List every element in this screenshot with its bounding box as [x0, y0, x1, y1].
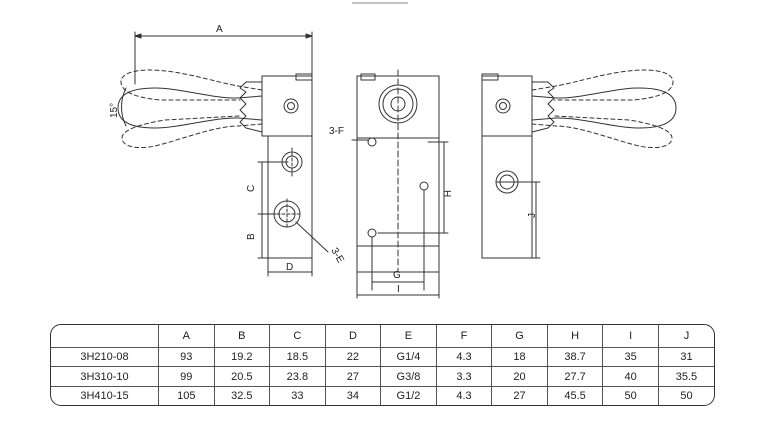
- table-cell: 50: [602, 385, 659, 405]
- spec-table: A B C D E F G H I J 3H210-08 93 19.2 18.…: [51, 325, 714, 405]
- left-body: [267, 135, 313, 259]
- table-header-cell: F: [435, 325, 493, 348]
- right-pin: [495, 98, 511, 114]
- table-cell: 35: [602, 346, 659, 368]
- table-cell: 35.5: [657, 366, 714, 387]
- dim-label-f: 3-F: [329, 126, 344, 137]
- dimension-labels: A 15° C B D 3-E 3-F H G I J: [109, 24, 538, 295]
- table-cell: 32.5: [213, 385, 271, 405]
- table-header-cell: H: [546, 325, 604, 348]
- dim-label-b: B: [246, 233, 257, 240]
- table-header-cell: [51, 325, 159, 348]
- table-cell: 18: [491, 346, 548, 368]
- table-cell: 40: [602, 366, 659, 387]
- table-header-row: A B C D E F G H I J: [51, 325, 714, 348]
- table-header-cell: E: [380, 325, 437, 348]
- right-view: [481, 69, 677, 259]
- right-lever: [531, 87, 677, 129]
- dim-label-j: J: [527, 213, 538, 218]
- table-header-cell: J: [657, 325, 714, 348]
- table-cell: 18.5: [269, 346, 326, 368]
- table-cell: 3H210-08: [51, 346, 159, 368]
- table-row: 3H410-15 105 32.5 33 34 G1/2 4.3 27 45.5…: [51, 385, 714, 405]
- left-lever-up: [120, 69, 263, 101]
- table-cell: G1/4: [380, 346, 437, 368]
- table-cell: 38.7: [546, 346, 604, 368]
- table-cell: 19.2: [213, 346, 271, 368]
- right-body: [481, 135, 533, 259]
- table-cell: 20: [491, 366, 548, 387]
- left-hinge: [239, 81, 263, 133]
- front-view: [351, 69, 449, 299]
- table-cell: 4.3: [435, 385, 493, 405]
- dim-label-c: C: [246, 185, 257, 192]
- table-cell: 34: [324, 385, 382, 405]
- table-cell: 99: [158, 366, 215, 387]
- table-cell: 31: [657, 346, 714, 368]
- table-cell: 3H310-10: [51, 366, 159, 387]
- table-cell: G1/2: [380, 385, 437, 405]
- dim-label-h: H: [441, 190, 452, 197]
- table-cell: 3.3: [435, 366, 493, 387]
- table-row: 3H210-08 93 19.2 18.5 22 G1/4 4.3 18 38.…: [51, 346, 714, 368]
- right-lever-up: [531, 69, 674, 101]
- front-hole-mid: [419, 181, 429, 191]
- table-cell: 23.8: [269, 366, 326, 387]
- table-cell: 27: [491, 385, 548, 405]
- table-header-cell: G: [491, 325, 548, 348]
- table-row: 3H310-10 99 20.5 23.8 27 G3/8 3.3 20 27.…: [51, 366, 714, 387]
- table-cell: 22: [324, 346, 382, 368]
- table-header-cell: I: [602, 325, 659, 348]
- left-lever-down: [121, 115, 263, 149]
- table-cell: 20.5: [213, 366, 271, 387]
- right-lever-down: [531, 115, 673, 149]
- spec-table-container: A B C D E F G H I J 3H210-08 93 19.2 18.…: [50, 324, 715, 406]
- right-hinge: [531, 81, 555, 133]
- table-cell: 50: [657, 385, 714, 405]
- dim-label-e: 3-E: [328, 246, 345, 265]
- table-cell: 3H410-15: [51, 385, 159, 405]
- table-cell: 33: [269, 385, 326, 405]
- front-hole-bot: [367, 228, 377, 238]
- table-cell: 45.5: [546, 385, 604, 405]
- left-pin: [283, 98, 299, 114]
- dim-label-d: D: [286, 262, 293, 273]
- dim-label-a: A: [216, 24, 223, 35]
- dim-label-i: I: [397, 284, 400, 295]
- table-header-cell: C: [269, 325, 326, 348]
- dim-label-angle: 15°: [109, 103, 120, 118]
- table-cell: G3/8: [380, 366, 437, 387]
- dim-label-g: G: [393, 270, 401, 281]
- table-header-cell: A: [158, 325, 215, 348]
- table-header-cell: B: [213, 325, 271, 348]
- table-header-cell: D: [324, 325, 382, 348]
- table-cell: 93: [158, 346, 215, 368]
- left-view: [117, 31, 329, 277]
- front-hole-top: [367, 137, 377, 147]
- table-cell: 105: [158, 385, 215, 405]
- left-lever: [117, 87, 263, 129]
- table-cell: 27.7: [546, 366, 604, 387]
- table-cell: 4.3: [435, 346, 493, 368]
- table-cell: 27: [324, 366, 382, 387]
